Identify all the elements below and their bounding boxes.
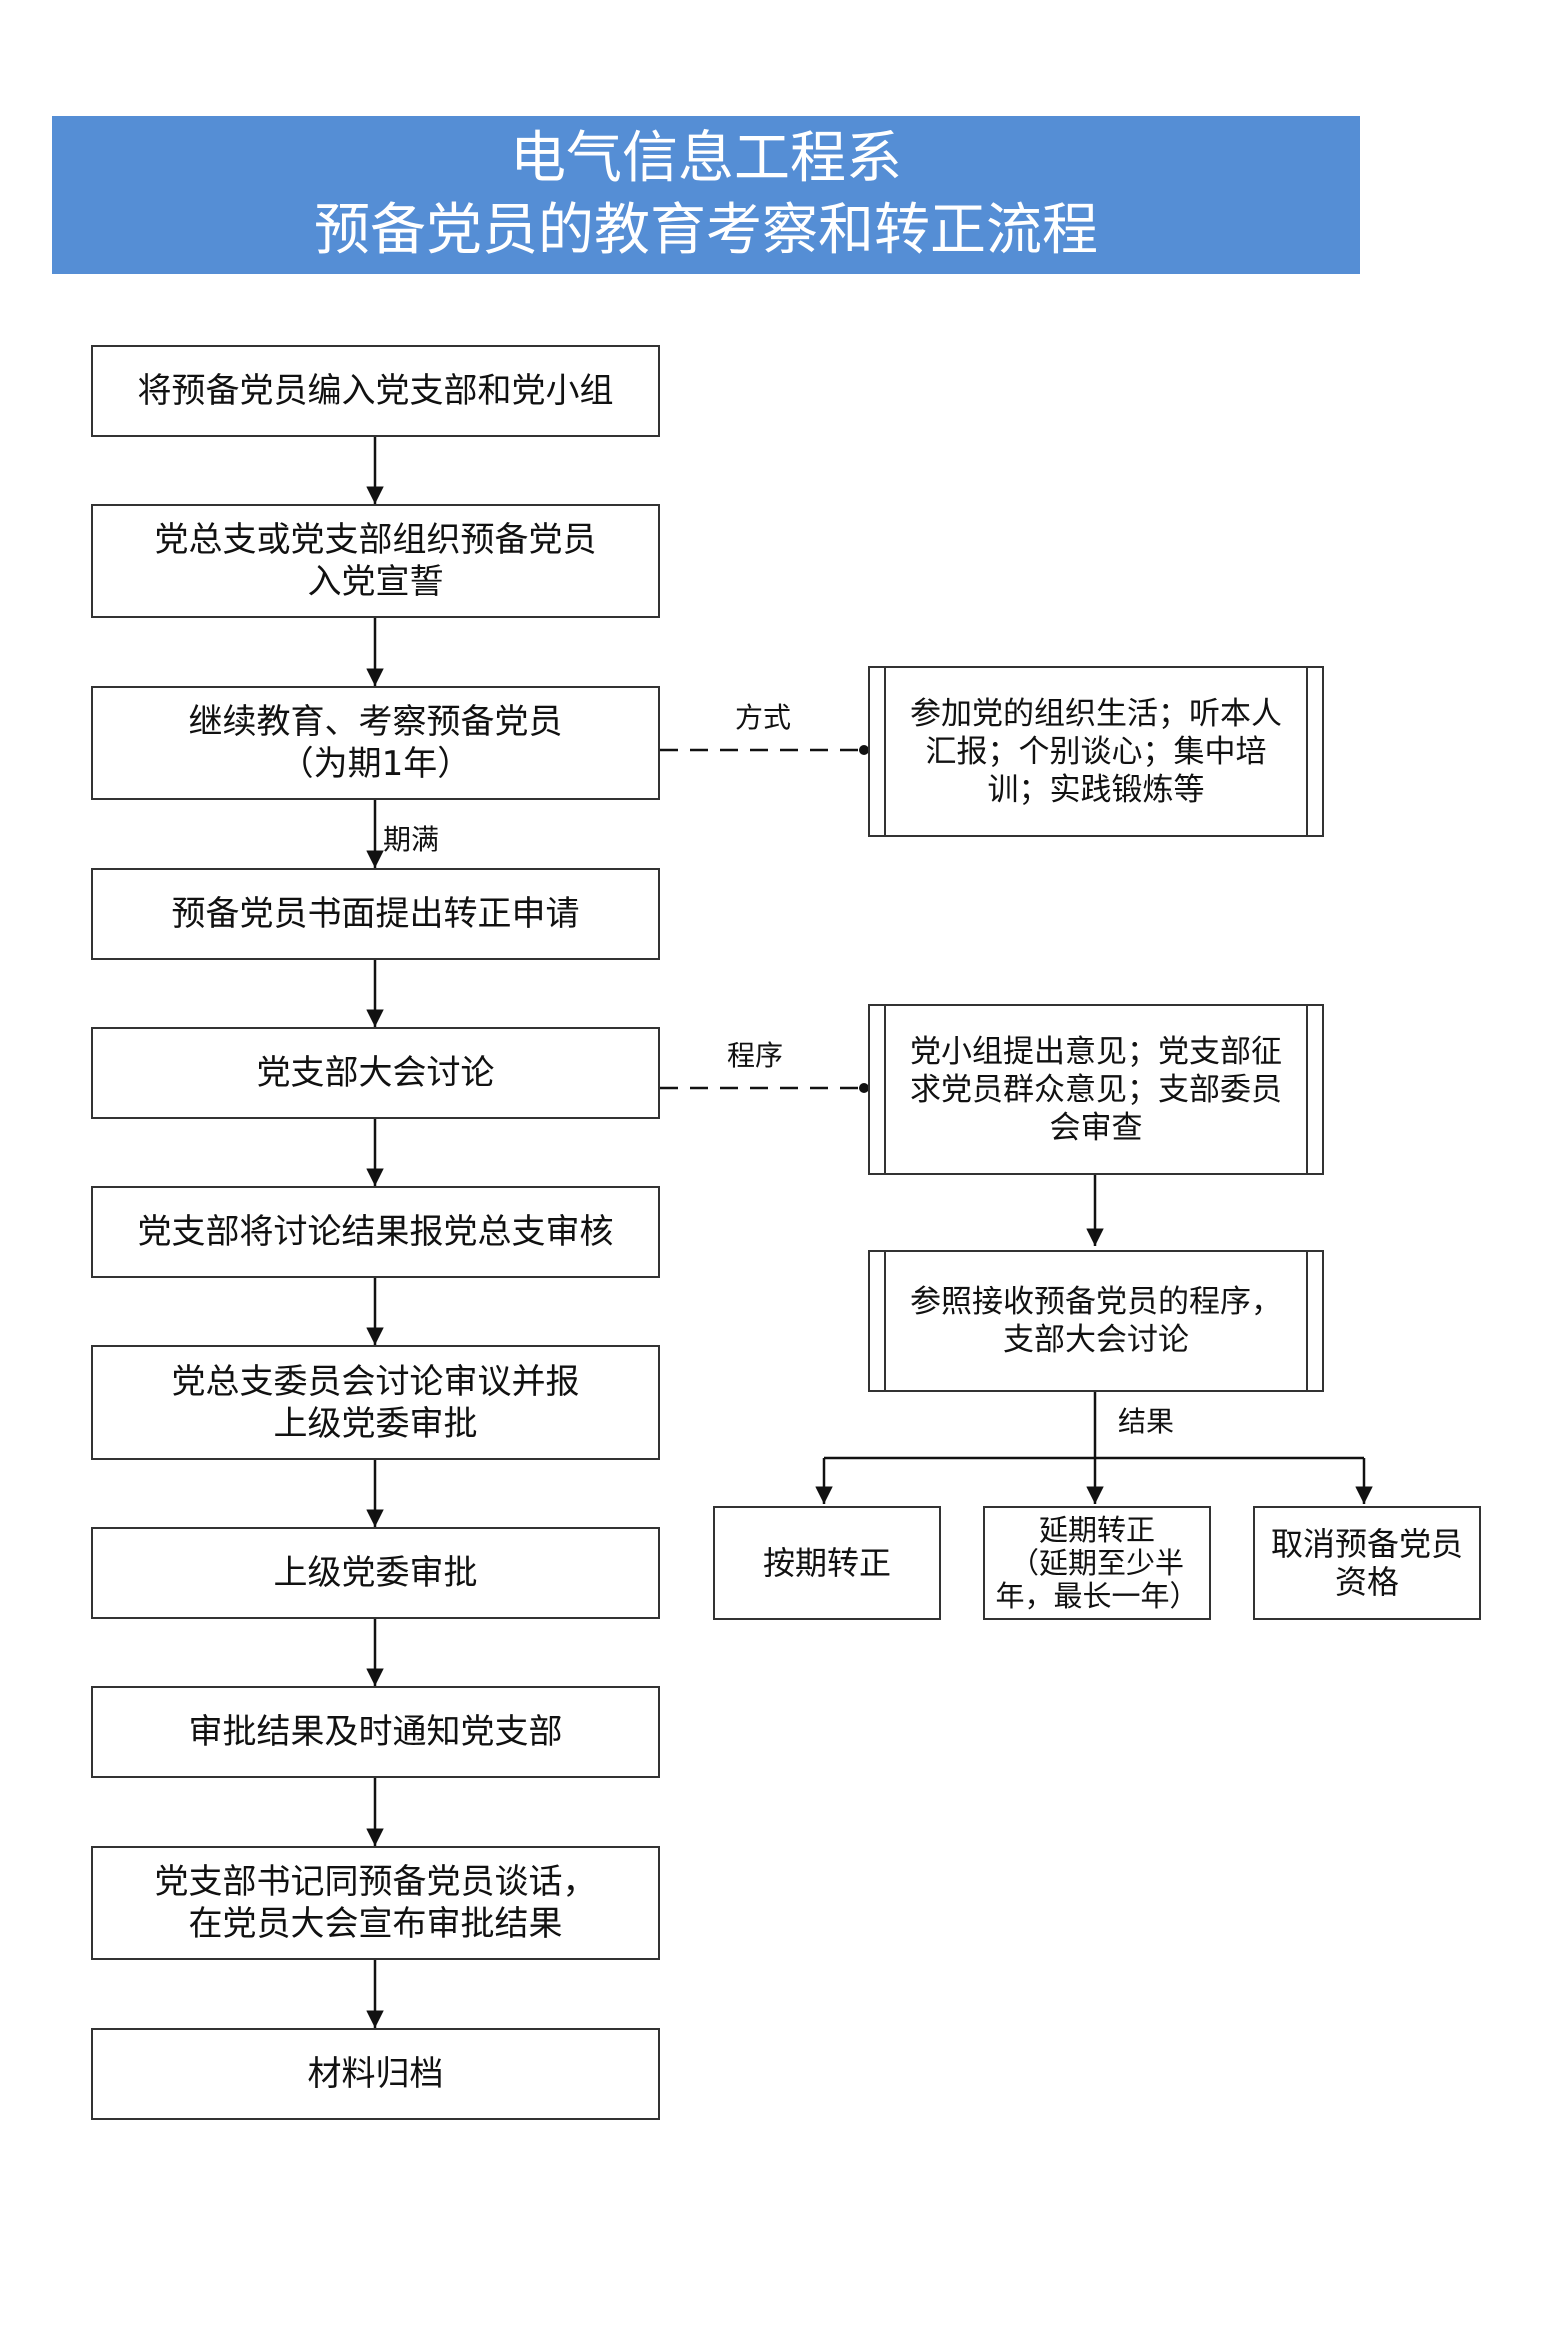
- title-line-2: 预备党员的教育考察和转正流程: [314, 198, 1098, 263]
- methods-box: 参加党的组织生活；听本人 汇报；个别谈心；集中培 训；实践锻炼等: [868, 666, 1324, 837]
- outcome-cancelled: 取消预备党员 资格: [1253, 1506, 1481, 1620]
- flow-step-2: 党总支或党支部组织预备党员 入党宣誓: [91, 504, 660, 618]
- flow-step-1: 将预备党员编入党支部和党小组: [91, 345, 660, 437]
- flow-step-8: 上级党委审批: [91, 1527, 660, 1619]
- title-banner: 电气信息工程系 预备党员的教育考察和转正流程: [52, 116, 1360, 274]
- flow-step-9: 审批结果及时通知党支部: [91, 1686, 660, 1778]
- flow-step-10: 党支部书记同预备党员谈话， 在党员大会宣布审批结果: [91, 1846, 660, 1960]
- result-label: 结果: [1118, 1405, 1175, 1438]
- flow-step-11: 材料归档: [91, 2028, 660, 2120]
- title-line-1: 电气信息工程系: [510, 126, 902, 191]
- outcome-postponed: 延期转正 （延期至少半 年，最长一年）: [983, 1506, 1211, 1620]
- procedure-label: 程序: [727, 1039, 784, 1072]
- procedure-link-dot: [859, 1083, 869, 1093]
- methods-link-dot: [859, 745, 869, 755]
- flow-step-3: 继续教育、考察预备党员 （为期1年）: [91, 686, 660, 800]
- reference-procedure-box: 参照接收预备党员的程序， 支部大会讨论: [868, 1250, 1324, 1392]
- methods-label: 方式: [735, 701, 792, 734]
- procedure-box: 党小组提出意见；党支部征 求党员群众意见；支部委员 会审查: [868, 1004, 1324, 1175]
- flow-step-7: 党总支委员会讨论审议并报 上级党委审批: [91, 1345, 660, 1460]
- flow-step-5: 党支部大会讨论: [91, 1027, 660, 1119]
- outcome-on-time: 按期转正: [713, 1506, 941, 1620]
- flow-step-4: 预备党员书面提出转正申请: [91, 868, 660, 960]
- expiry-label: 期满: [383, 823, 440, 856]
- flow-step-6: 党支部将讨论结果报党总支审核: [91, 1186, 660, 1278]
